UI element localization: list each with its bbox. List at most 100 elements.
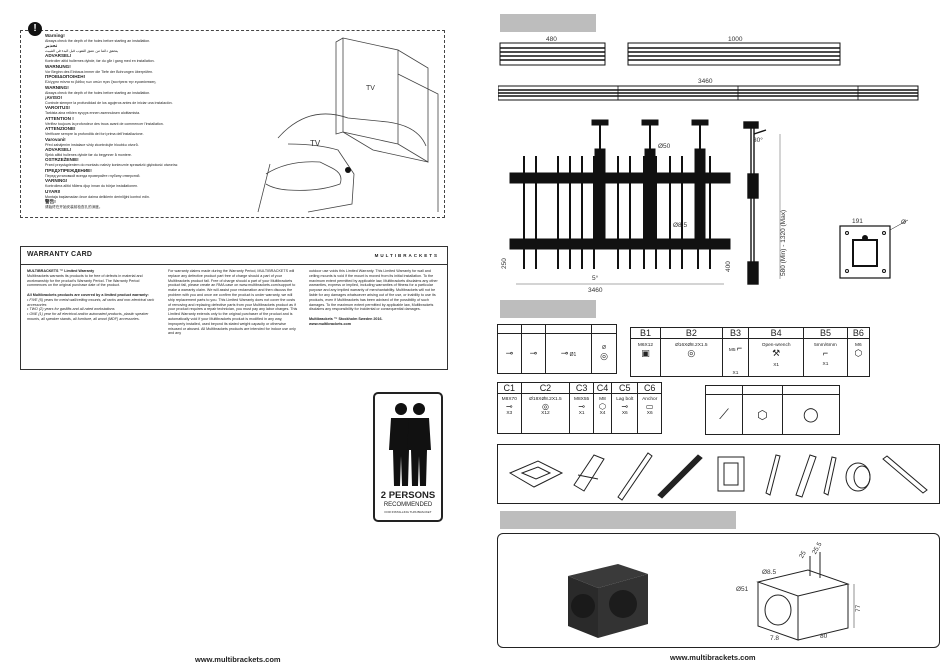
pole-clamp-part <box>573 454 605 492</box>
part-a4: Ø◎ <box>591 333 617 374</box>
rail-short <box>499 42 606 66</box>
bolt-icon: ⊸ <box>505 402 513 411</box>
part-a1: ⊸ <box>497 333 522 374</box>
warning-line: Ελέγχετε πάντα το βάθος των οπών πριν ξε… <box>45 80 157 85</box>
part-b2-header: B2 <box>659 327 723 339</box>
allen-key-icon: ⌐ <box>736 343 743 353</box>
warning-title: WARNUNG! <box>45 63 71 69</box>
part-b3: M5 ⌐X1 <box>721 338 750 377</box>
dimension-drawing: 480 1000 3460 <box>498 36 919 294</box>
warning-title: تحذير <box>45 43 58 48</box>
ring-icon: ◯ <box>802 405 819 422</box>
persons-badge-recommended: RECOMMENDED <box>383 502 433 508</box>
warranty-column-3: outdoor use voids this Limited Warranty.… <box>309 269 439 327</box>
warranty-column-1: MULTIBRACKETS ™ Limited Warranty Multibr… <box>27 269 157 322</box>
lag-bolt-icon: ⊸ <box>621 402 629 411</box>
warning-line: Montaja başlamadan önce daima deliklerin… <box>45 194 150 199</box>
sleeve-dim-inner-diameter: Ø8.5 <box>762 569 776 576</box>
warning-line: Always check the depth of the holes befo… <box>45 38 151 43</box>
cable-cover-part <box>882 455 928 494</box>
dim-plate-diameter: Ø <box>901 219 906 226</box>
ceiling-plate <box>839 219 909 279</box>
parts-table-d: ⟋ ⬡ ◯ <box>704 385 841 435</box>
warning-title: VARNING! <box>45 178 68 184</box>
dim-rail-total: 3460 <box>698 78 713 85</box>
warning-title: ADVARSEL! <box>45 147 72 153</box>
dim-angle-tilt: 30° <box>753 136 763 144</box>
warning-box <box>20 30 445 218</box>
warning-line: Kontroller altid hullernes dybde, før du… <box>45 59 155 64</box>
part-a3: ⊸ Ø1 <box>544 333 593 374</box>
anchor-icon: ▭ <box>645 402 654 411</box>
footer-url-left[interactable]: www.multibrackets.com <box>195 655 281 664</box>
warning-line: Sjekk alltid hullenes dybde før du begyn… <box>45 152 132 157</box>
warning-line: Przed przystąpieniem do montażu należy k… <box>45 163 179 168</box>
warning-title: VAROITUS! <box>45 105 70 111</box>
dim-rail-long: 1000 <box>728 36 743 43</box>
part-d1: ⟋ <box>704 394 744 435</box>
parts-table-c: C1 C2 C3 C4 C5 C6 M8X70⊸X3 Ø18XØ8.2X1.5◎… <box>497 382 662 434</box>
sleeve-detail-box: Ø8.5 Ø51 25 25.5 77 7.8 80 <box>497 533 940 648</box>
warning-title: UYARI! <box>45 188 61 194</box>
adapter-part <box>765 454 781 496</box>
nut-icon: ⬡ <box>599 402 606 411</box>
warning-line: Tarkista aina reikien syvyys ennen asenn… <box>45 111 141 116</box>
part-c2: Ø18XØ8.2X1.5◎X12 <box>520 393 571 434</box>
warning-line: 请始终在开始安装前检查孔的深度。 <box>45 205 103 209</box>
sleeve-technical-drawing <box>756 552 855 641</box>
part-b4-header: B4 <box>748 327 805 339</box>
bracket-part <box>717 456 745 492</box>
part-b2: Ø16XØ8.2X1.5◎ <box>659 338 723 377</box>
sleeve-dim-height: 77 <box>855 604 862 612</box>
wrench-icon: ⚒ <box>772 348 781 358</box>
sleeve-3d-render <box>568 564 648 638</box>
hook-arm-part <box>823 456 837 496</box>
warranty-url[interactable]: www.multibrackets.com <box>309 321 352 326</box>
bolt-icon: ⊸ <box>578 402 585 411</box>
warranty-title: WARRANTY CARD <box>27 251 93 258</box>
warning-line: Always check the depth of the holes befo… <box>45 90 151 95</box>
washer-icon: ◎ <box>687 348 696 358</box>
rail-part <box>657 454 703 499</box>
warning-line: Controle siempre la profundidad de los a… <box>45 100 173 105</box>
part-c4-header: C4 <box>592 382 613 394</box>
screw-icon: ▣ <box>641 348 650 358</box>
dim-drop-range: 580 (Min) - 1320 (Max) <box>780 210 787 276</box>
washer-icon: ◎ <box>541 402 549 411</box>
two-persons-icon <box>389 403 431 486</box>
part-c2-header: C2 <box>520 382 571 394</box>
part-c5-header: C5 <box>611 382 639 394</box>
warranty-bullet: • TWO (2) years for gasfifts and all-rat… <box>27 307 115 312</box>
nut-icon: ⬡ <box>854 348 863 358</box>
warning-line: Verificare sempre la profondità dei fori… <box>45 132 144 137</box>
warning-text: Warning!Always check the depth of the ho… <box>45 33 240 210</box>
sleeve-dim-depth: 7.8 <box>770 635 779 642</box>
footer-url-right[interactable]: www.multibrackets.com <box>670 653 756 662</box>
part-c1-header: C1 <box>497 382 522 394</box>
two-persons-badge: 2 PERSONS RECOMMENDED FOR INSTALLING THI… <box>373 392 443 522</box>
nut-icon: ⬡ <box>757 407 768 422</box>
exclamation-icon: ! <box>28 22 42 36</box>
rail-total <box>498 85 919 101</box>
part-d3: ◯ <box>781 394 841 435</box>
large-parts-strip <box>497 444 940 504</box>
part-c5: Lag bolt⊸X6 <box>611 393 639 434</box>
warning-title: ПРЕДУПРЕЖДЕНИЕ! <box>45 167 92 173</box>
section-bar-dimensions <box>500 14 596 32</box>
hole-marker-icon <box>345 167 351 173</box>
section-bar-parts <box>500 300 596 318</box>
bolt-icon: ⊸ <box>505 348 514 358</box>
warning-title: Varovani! <box>45 136 66 142</box>
part-b5: 5mm/6mm⌐X1 <box>803 338 848 377</box>
dim-height-right: 400 <box>725 261 732 272</box>
dim-pole-diameter: Ø50 <box>658 143 671 150</box>
part-c4: M8⬡X4 <box>592 393 613 434</box>
warning-title: ATTENZIONE! <box>45 126 76 132</box>
persons-badge-count: 2 PERSONS <box>380 490 436 501</box>
warranty-intro: Multibrackets warrants its products to b… <box>27 273 143 288</box>
warning-line: Před zahájením instalace vždy zkontroluj… <box>45 142 139 147</box>
sleeve-dim-width: 80 <box>820 633 828 640</box>
warning-title: OSTRZEŻENIE! <box>45 157 79 163</box>
warning-title: ADVARSEL! <box>45 53 72 59</box>
part-b4: Open-wrench⚒X1 <box>748 338 805 377</box>
